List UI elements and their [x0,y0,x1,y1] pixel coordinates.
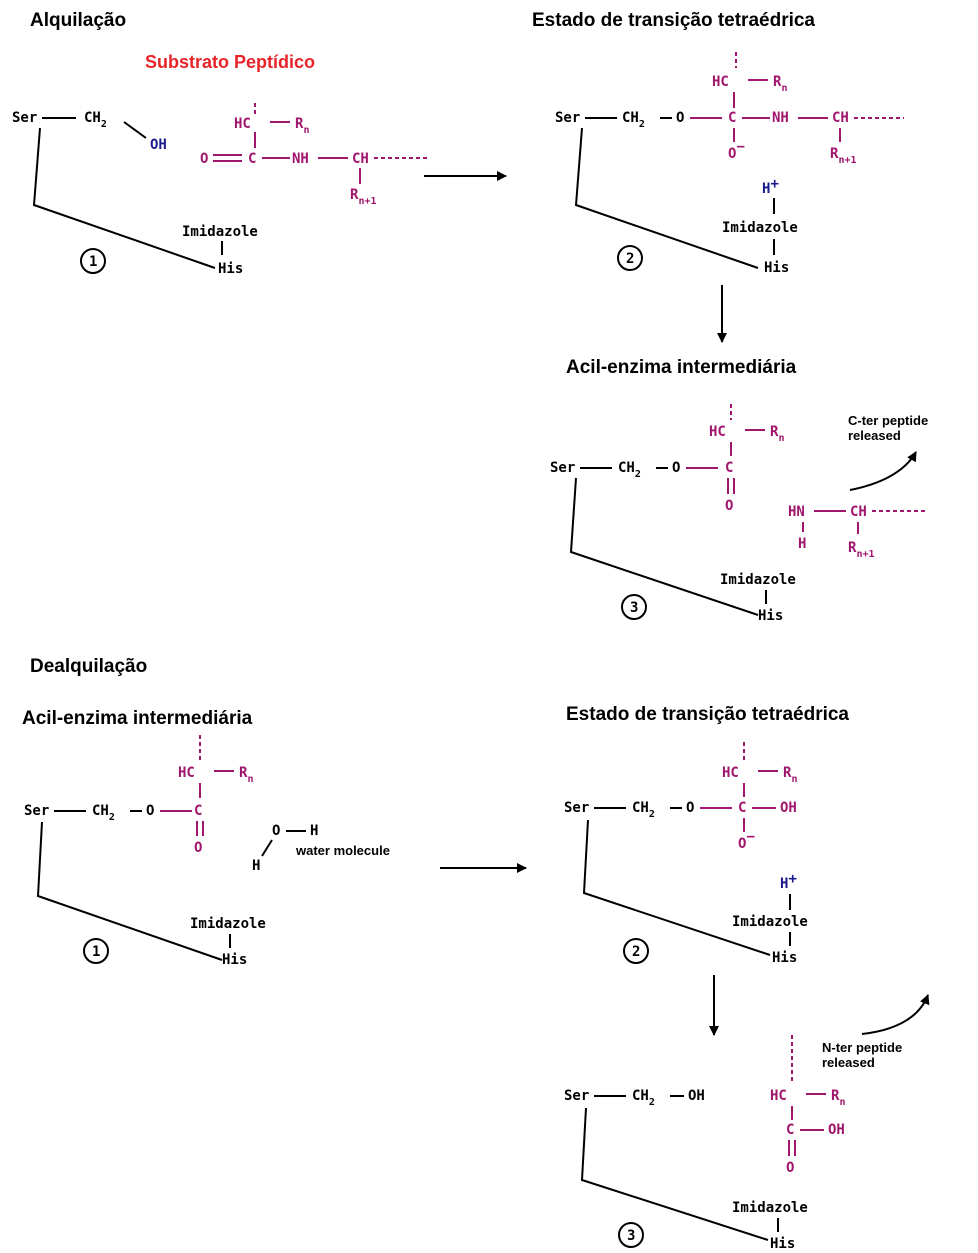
carbonyl-oxygen-label: O [725,498,733,514]
hc-label: HC [722,765,739,781]
ch2-label: CH2 [92,803,115,823]
water-hydrogen-label: H [252,858,260,874]
section-title-dealkylation: Dealquilação [30,656,147,677]
alpha-ch-label: CH [352,151,369,167]
proton-label: H+ [762,176,779,197]
amine-h-label: H [798,536,806,552]
carbonyl-oxygen-label: O [786,1160,794,1176]
r-next-group-label: Rn+1 [848,540,875,560]
his-label: His [770,1236,795,1252]
water-molecule-note: water molecule [295,843,390,858]
ester-oxygen-label: O [686,800,694,816]
hydroxyl-label: OH [688,1088,705,1104]
amide-nh-label: NH [292,151,309,167]
panel-dealkylation-step1: Ser CH2 O HC Rn C O O H H water molecule… [24,735,390,968]
hc-label: HC [178,765,195,781]
r-next-group-label: Rn+1 [830,146,857,166]
heading-transition-state-1: Estado de transição tetraédrica [532,10,815,31]
ester-oxygen-label: O [672,460,680,476]
tetrahedral-carbon-label: C [738,800,746,816]
step-number: 3 [627,1228,635,1244]
his-label: His [758,608,783,624]
hc-label: HC [709,424,726,440]
step-number: 2 [626,251,634,267]
carbonyl-carbon-label: C [248,151,256,167]
ser-label: Ser [564,1088,589,1104]
hydroxyl-label: OH [780,800,797,816]
imidazole-label: Imidazole [182,224,258,240]
heading-acyl-enzyme-2: Acil-enzima intermediária [22,708,253,729]
ser-label: Ser [24,803,49,819]
step-number: 3 [630,600,638,616]
oxyanion-label: O− [738,829,755,852]
section-title-alkylation: Alquilação [30,10,126,31]
step-number: 2 [632,944,640,960]
his-label: His [764,260,789,276]
water-oxygen-label: O [272,823,280,839]
r-group-label: Rn [770,424,784,444]
ser-label: Ser [550,460,575,476]
tetrahedral-carbon-label: C [728,110,736,126]
alpha-ch-label: CH [832,110,849,126]
ser-label: Ser [555,110,580,126]
r-group-label: Rn [773,74,787,94]
heading-transition-state-2: Estado de transição tetraédrica [566,704,849,725]
hc-label: HC [770,1088,787,1104]
carbonyl-carbon-label: C [194,803,202,819]
hc-label: HC [712,74,729,90]
panel-alkylation-step2: Ser CH2 O HC Rn C NH CH Rn+1 O− H+ Imida… [555,52,904,276]
step-number: 1 [89,254,97,270]
r-next-group-label: Rn+1 [350,187,377,207]
step-number: 1 [92,944,100,960]
ser-label: Ser [564,800,589,816]
carboxyl-carbon-label: C [786,1122,794,1138]
imidazole-label: Imidazole [720,572,796,588]
n-ter-release-arrow [861,994,930,1035]
hydroxyl-label: OH [150,137,167,153]
ch2-label: CH2 [632,800,655,820]
ser-label: Ser [12,110,37,126]
heading-acyl-enzyme-1: Acil-enzima intermediária [566,357,797,378]
ch2-label: CH2 [632,1088,655,1108]
his-label: His [222,952,247,968]
imidazole-label: Imidazole [190,916,266,932]
amine-hn-label: HN [788,504,805,520]
amide-nh-label: NH [772,110,789,126]
hc-label: HC [234,116,251,132]
r-group-label: Rn [831,1088,845,1108]
carboxyl-oh-label: OH [828,1122,845,1138]
carbonyl-oxygen-label: O [200,151,208,167]
carbonyl-carbon-label: C [725,460,733,476]
r-group-label: Rn [295,116,309,136]
imidazole-label: Imidazole [722,220,798,236]
ester-oxygen-label: O [146,803,154,819]
alpha-ch-label: CH [850,504,867,520]
panel-alkylation-step1: Ser CH2 OH Imidazole His 1 HC Rn O C NH … [12,103,428,277]
his-label: His [772,950,797,966]
c-ter-release-arrow [849,451,917,491]
water-hydrogen-label: H [310,823,318,839]
ester-oxygen-label: O [676,110,684,126]
imidazole-label: Imidazole [732,914,808,930]
oxyanion-label: O− [728,139,745,162]
r-group-label: Rn [239,765,253,785]
proton-label: H+ [780,871,797,892]
his-label: His [218,261,243,277]
ch2-label: CH2 [618,460,641,480]
ch2-label: CH2 [84,110,107,130]
heading-substrate: Substrato Peptídico [145,52,315,72]
panel-alkylation-step3: Ser CH2 O HC Rn C O Imidazole His 3 HN C… [550,404,928,624]
imidazole-label: Imidazole [732,1200,808,1216]
ch2-label: CH2 [622,110,645,130]
r-group-label: Rn [783,765,797,785]
carbonyl-oxygen-label: O [194,840,202,856]
panel-dealkylation-step2: Ser CH2 O HC Rn C OH O− H+ Imidazole His… [564,742,808,966]
